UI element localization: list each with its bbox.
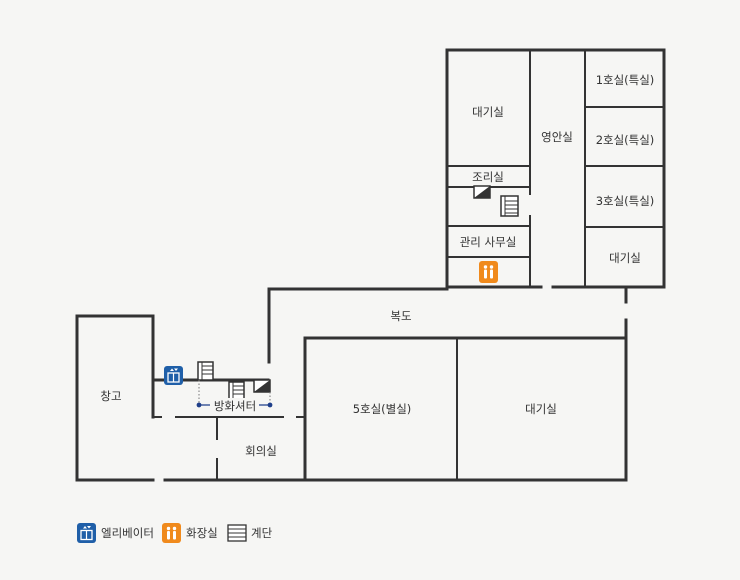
room-label-waiting-bottom: 대기실 <box>525 402 557 416</box>
room-label-room5: 5호실(별실) <box>353 402 412 416</box>
legend-restroom-label: 화장실 <box>186 526 218 540</box>
fire-shutter-label: 방화셔터 <box>214 399 256 413</box>
room-label-waiting-top: 대기실 <box>472 105 504 119</box>
room-label-storage: 창고 <box>100 389 121 403</box>
stairs-icon-kitchen <box>500 195 519 217</box>
room-label-mortuary: 영안실 <box>541 130 573 144</box>
stairs-icon-center <box>228 381 245 401</box>
legend-stairs-icon <box>227 524 247 542</box>
ramp-icon-left <box>253 379 271 393</box>
legend-stairs-label: 계단 <box>251 526 273 540</box>
room-label-office: 관리 사무실 <box>460 235 517 249</box>
room-label-waiting-right: 대기실 <box>609 251 641 265</box>
stairs-icon-left <box>197 361 214 381</box>
room-label-corridor: 복도 <box>390 309 411 323</box>
legend: 엘리베이터 화장실 계단 <box>77 523 273 543</box>
room-labels: 대기실 영안실 1호실(특실) 2호실(특실) 3호실(특실) 대기실 조리실 … <box>100 73 654 458</box>
legend-restroom-icon <box>162 523 181 543</box>
fire-shutter-line <box>196 380 273 412</box>
room-label-room2: 2호실(특실) <box>596 133 655 147</box>
room-label-kitchen: 조리실 <box>472 170 504 184</box>
legend-elevator-label: 엘리베이터 <box>101 526 154 540</box>
room-label-meeting: 회의실 <box>245 444 277 458</box>
elevator-icon <box>164 366 183 385</box>
room-label-room3: 3호실(특실) <box>596 194 655 208</box>
ramp-icon-kitchen <box>473 185 491 199</box>
walls <box>75 48 666 482</box>
room-label-room1: 1호실(특실) <box>596 73 655 87</box>
restroom-icon <box>479 261 498 283</box>
legend-elevator-icon <box>77 523 96 543</box>
